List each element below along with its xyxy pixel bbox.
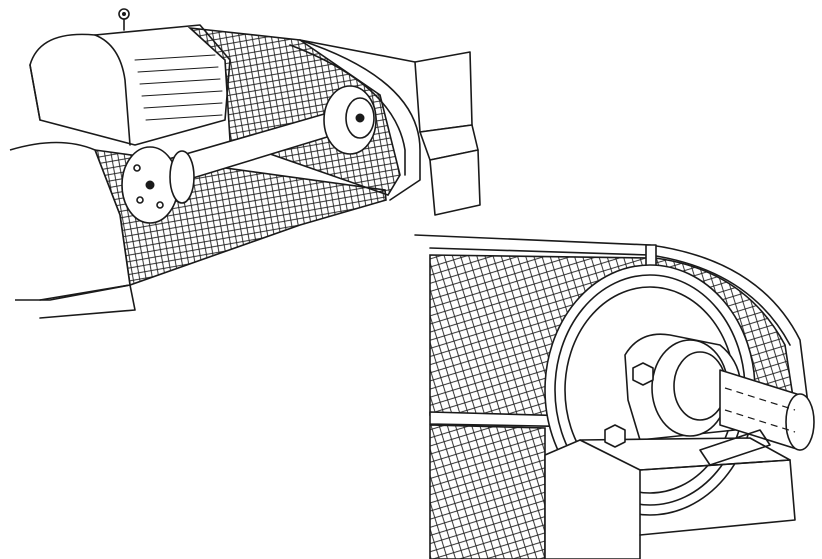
belt-strap	[699, 429, 771, 466]
shaft-coupling-guard-panel	[9, 8, 481, 319]
pillow-block-bearing	[624, 333, 742, 441]
bearing-base-plate	[544, 437, 796, 559]
output-shaft	[719, 369, 815, 451]
left-base-block	[9, 141, 136, 319]
right-shaft-coupling	[323, 85, 377, 155]
left-shaft-coupling	[121, 146, 195, 224]
mounting-bolts	[604, 362, 654, 448]
bolt-hex-top	[632, 362, 654, 386]
guard-lower-mesh-panel	[429, 424, 546, 559]
lifting-eye-bolt	[118, 8, 130, 31]
bolt-hex-base	[604, 424, 626, 448]
pulley-guard-detail-panel	[414, 234, 815, 559]
guard-top-rail	[414, 234, 811, 421]
guard-frame-edge	[299, 39, 421, 201]
right-pedestal-block	[299, 39, 481, 216]
motor-housing	[29, 24, 231, 146]
